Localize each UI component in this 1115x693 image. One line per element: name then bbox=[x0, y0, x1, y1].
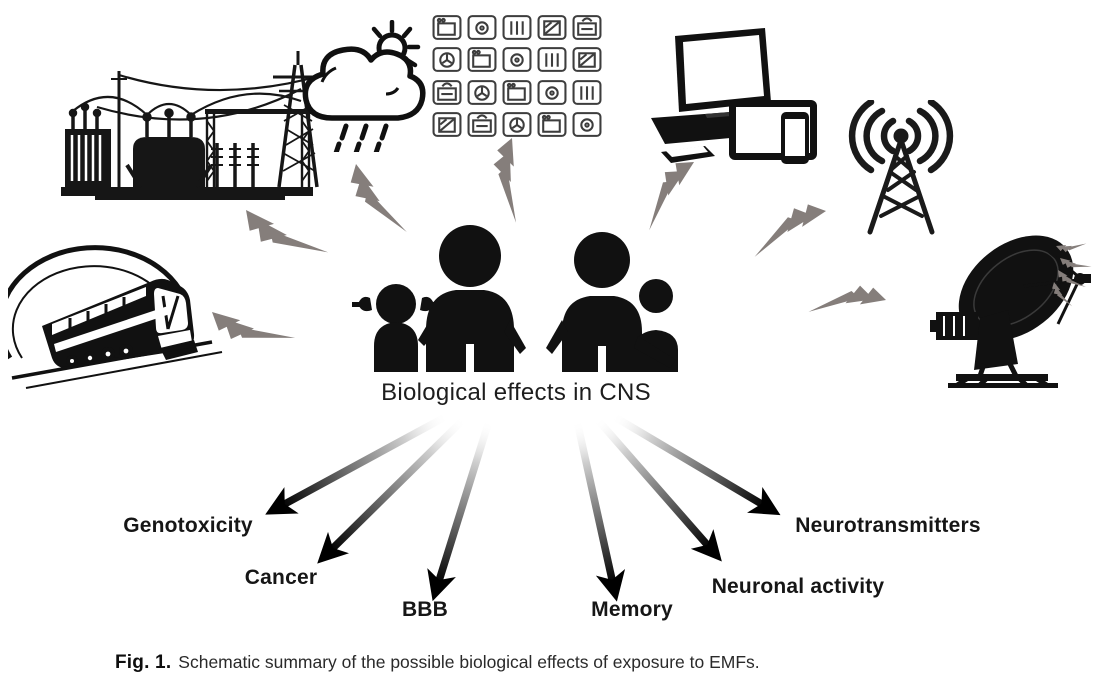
dish-spark-2 bbox=[1060, 253, 1092, 271]
appliance-icon-vacuum-cleaner bbox=[572, 46, 602, 73]
appliance-icon-coffee-grinder bbox=[502, 14, 532, 41]
arrow-neuronal-activity bbox=[594, 416, 722, 562]
appliance-icon-frying-pan bbox=[467, 111, 497, 138]
appliance-icon-microwave bbox=[467, 14, 497, 41]
bolt-from-satellite-dish bbox=[808, 273, 886, 339]
appliance-icon-speakers bbox=[467, 46, 497, 73]
effect-label-cancer: Cancer bbox=[244, 566, 318, 589]
dish-spark-1 bbox=[1056, 232, 1087, 257]
bolt-from-train bbox=[212, 303, 296, 347]
appliance-icon-cooker bbox=[502, 111, 532, 138]
arrow-memory bbox=[573, 420, 626, 602]
appliance-icon-iron bbox=[537, 14, 567, 41]
satellite-dish-icon bbox=[930, 235, 1091, 388]
arrow-neurotransmitters bbox=[611, 412, 781, 516]
appliance-icon-fan bbox=[572, 111, 602, 138]
figure-caption: Fig. 1. Schematic summary of the possible… bbox=[115, 652, 760, 674]
bolt-from-power-station bbox=[243, 210, 331, 253]
figure-caption-text: Schematic summary of the possible biolog… bbox=[178, 652, 760, 672]
appliance-icon-desk-lamp bbox=[572, 14, 602, 41]
center-label: Biological effects in CNS bbox=[381, 379, 651, 406]
household-appliances-grid bbox=[432, 14, 604, 140]
appliance-icon-juicer bbox=[502, 79, 532, 106]
bolt-from-devices bbox=[649, 156, 694, 236]
effect-label-bbb: BBB bbox=[401, 598, 449, 621]
family-icon bbox=[352, 225, 678, 372]
dish-spark-4 bbox=[1047, 282, 1079, 307]
effect-arrows bbox=[265, 412, 781, 602]
effect-label-neuronal-activity: Neuronal activity bbox=[711, 575, 885, 598]
effect-label-memory: Memory bbox=[591, 598, 673, 621]
power-station-icon bbox=[61, 51, 323, 200]
arrow-bbb bbox=[427, 419, 493, 602]
figure-number: Fig. 1. bbox=[115, 652, 172, 673]
appliance-icon-rice-cooker bbox=[432, 46, 462, 73]
appliance-icon-radio bbox=[537, 111, 567, 138]
appliance-icon-blender bbox=[467, 79, 497, 106]
appliance-icon-television bbox=[572, 79, 602, 106]
appliance-icon-washing-machine bbox=[432, 14, 462, 41]
emf-bolts bbox=[212, 138, 1092, 347]
appliance-icon-hand-mixer bbox=[432, 79, 462, 106]
arrow-genotoxicity bbox=[265, 412, 449, 515]
appliance-icon-grater bbox=[502, 46, 532, 73]
effect-label-neurotransmitters: Neurotransmitters bbox=[795, 514, 981, 537]
antenna-tower-icon bbox=[848, 100, 954, 235]
bolt-from-antenna-tower bbox=[754, 192, 826, 276]
devices-icon bbox=[651, 28, 817, 164]
effect-label-genotoxicity: Genotoxicity bbox=[123, 514, 253, 537]
train-icon bbox=[8, 245, 223, 389]
arrow-cancer bbox=[317, 416, 467, 564]
bolt-from-thundercloud bbox=[339, 164, 424, 233]
appliance-icon-kettle bbox=[432, 111, 462, 138]
thundercloud-icon bbox=[302, 20, 426, 152]
appliance-icon-kitchen-scale bbox=[537, 79, 567, 106]
dish-spark-3 bbox=[1056, 270, 1088, 287]
bolt-from-appliances bbox=[481, 138, 547, 223]
appliance-icon-heater bbox=[537, 46, 567, 73]
